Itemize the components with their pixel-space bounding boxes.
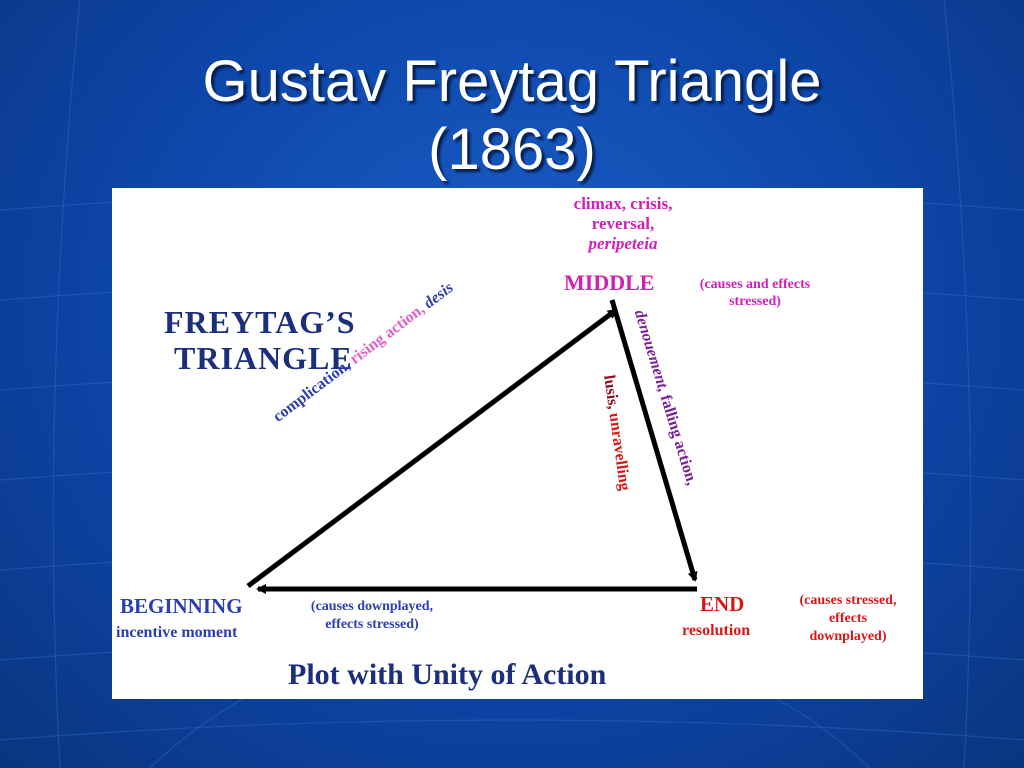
diagram-heading: FREYTAG’S TRIANGLE [164, 304, 356, 376]
diagram-panel: FREYTAG’S TRIANGLE climax, crisis, rever… [112, 188, 923, 699]
slide-title-line1: Gustav Freytag Triangle [202, 49, 822, 114]
climax-line2: reversal, [591, 214, 655, 233]
triangle-diagram [246, 299, 698, 594]
middle-note-line2: stressed) [729, 294, 781, 309]
slide-title-line2: (1863) [428, 117, 596, 182]
beginning-note: (causes downplayed, effects stressed) [290, 598, 454, 634]
beginning-note-line2: effects stressed) [325, 617, 419, 632]
climax-label: climax, crisis, reversal, peripeteia [558, 194, 688, 254]
diagram-heading-line1: FREYTAG’S [164, 304, 356, 340]
end-label: END [700, 592, 745, 616]
diagram-heading-line2: TRIANGLE [174, 340, 353, 376]
middle-label: MIDDLE [564, 270, 655, 295]
middle-note-line1: (causes and effects [699, 277, 811, 292]
rising-edge-arrow [246, 308, 618, 588]
falling-edge-arrow [609, 299, 698, 582]
middle-note: (causes and effects stressed) [680, 276, 830, 310]
climax-line3: peripeteia [588, 234, 658, 253]
resolution-label: resolution [682, 622, 751, 639]
end-note-line3: downplayed) [809, 629, 887, 644]
diagram-caption: Plot with Unity of Action [288, 658, 607, 691]
end-note: (causes stressed, effects downplayed) [780, 592, 916, 646]
slide-title: Gustav Freytag Triangle (1863) [0, 48, 1024, 184]
end-note-line1: (causes stressed, [799, 593, 897, 608]
beginning-label: BEGINNING [120, 594, 243, 618]
incentive-moment-label: incentive moment [116, 624, 238, 641]
end-note-line2: effects [828, 611, 868, 626]
beginning-note-line1: (causes downplayed, [310, 599, 434, 614]
climax-line1: climax, crisis, [573, 194, 673, 213]
